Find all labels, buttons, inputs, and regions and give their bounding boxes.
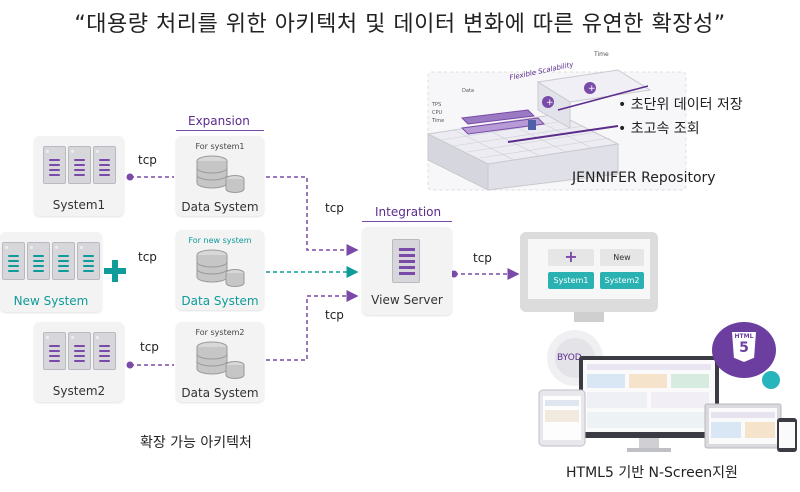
monitor-screen: + New System1 System2 bbox=[528, 239, 650, 299]
view-server-card: View Server bbox=[362, 227, 452, 315]
graphic-time-axis-text: Time bbox=[431, 118, 444, 124]
byod-text: BYOD bbox=[557, 353, 582, 363]
data-system-1-label: Data System bbox=[181, 200, 259, 214]
html5-badge-number: 5 bbox=[739, 340, 749, 356]
tcp-label-system1: tcp bbox=[138, 153, 157, 167]
graphic-tps-text: TPS bbox=[431, 102, 441, 108]
view-server-label: View Server bbox=[371, 293, 443, 307]
connector-ds2-view bbox=[266, 290, 359, 361]
integration-underline bbox=[362, 221, 452, 222]
tcp-label-view-monitor: tcp bbox=[473, 251, 492, 265]
monitor-add-button: + bbox=[548, 249, 594, 266]
page-title: “대용량 처리를 위한 아키텍처 및 데이터 변화에 따른 유연한 확장성” bbox=[74, 12, 726, 37]
repository-scalability-graphic: + + Flexible Scalability Time Data TPS C… bbox=[426, 51, 687, 191]
tcp-label-ds1-view: tcp bbox=[325, 201, 344, 215]
repository-bullet-1: • 초단위 데이터 저장 bbox=[618, 97, 743, 113]
server-tower-icon bbox=[392, 239, 420, 283]
html5-caption: HTML5 기반 N-Screen지원 bbox=[566, 465, 738, 481]
monitor-system2-button: System2 bbox=[600, 272, 644, 289]
n-screen-devices-graphic: BYOD bbox=[538, 330, 797, 452]
graphic-data-text: Data bbox=[462, 88, 474, 94]
graphic-time-text: Time bbox=[593, 51, 609, 58]
integration-label: Integration bbox=[375, 205, 442, 219]
system1-label: System1 bbox=[52, 198, 106, 212]
data-system-1-card: For system1 Data System bbox=[176, 136, 264, 216]
data-system-2-card: For system2 Data System bbox=[176, 322, 264, 402]
repository-bullet-2: • 초고속 조회 bbox=[618, 121, 700, 137]
connector-dot-system1 bbox=[126, 173, 134, 181]
graphic-cpu-text: CPU bbox=[432, 110, 443, 116]
server-rack-icon bbox=[34, 332, 124, 370]
monitor-stand bbox=[574, 312, 604, 322]
data-system-2-label: Data System bbox=[181, 386, 259, 400]
data-system-new-label: Data System bbox=[181, 294, 259, 308]
html5-shield-icon bbox=[732, 332, 756, 362]
svg-text:+: + bbox=[588, 84, 596, 94]
system2-label: System2 bbox=[52, 384, 106, 398]
system2-card: System2 bbox=[34, 322, 124, 402]
expansion-underline bbox=[176, 130, 264, 131]
tcp-label-system2: tcp bbox=[140, 340, 159, 354]
monitor-new-button: New bbox=[600, 249, 644, 266]
new-system-card: New System bbox=[0, 232, 102, 312]
monitor-display: + New System1 System2 bbox=[520, 232, 658, 322]
database-icon bbox=[196, 341, 245, 379]
connector-dot-system2 bbox=[126, 361, 134, 369]
svg-text:+: + bbox=[546, 98, 554, 108]
html5-badge-text: HTML bbox=[734, 333, 754, 340]
system1-card: System1 bbox=[34, 136, 124, 216]
tcp-label-new-system: tcp bbox=[138, 250, 157, 264]
database-icon bbox=[196, 249, 245, 287]
scalable-architecture-caption: 확장 가능 아키텍처 bbox=[140, 435, 252, 451]
data-system-2-subtitle: For system2 bbox=[195, 328, 245, 337]
monitor-system1-button: System1 bbox=[548, 272, 594, 289]
database-icon bbox=[196, 155, 245, 193]
data-system-new-card: For new system Data System bbox=[176, 230, 264, 310]
repository-caption: JENNIFER Repository bbox=[572, 170, 716, 186]
data-system-1-subtitle: For system1 bbox=[195, 142, 245, 151]
data-system-new-subtitle: For new system bbox=[188, 236, 252, 245]
new-system-label: New System bbox=[13, 294, 89, 308]
server-rack-icon bbox=[34, 146, 124, 184]
html5-badge: HTML 5 bbox=[712, 322, 776, 378]
tcp-label-ds2-view: tcp bbox=[325, 308, 344, 322]
expansion-label: Expansion bbox=[188, 114, 250, 128]
server-rack-icon bbox=[0, 242, 102, 280]
